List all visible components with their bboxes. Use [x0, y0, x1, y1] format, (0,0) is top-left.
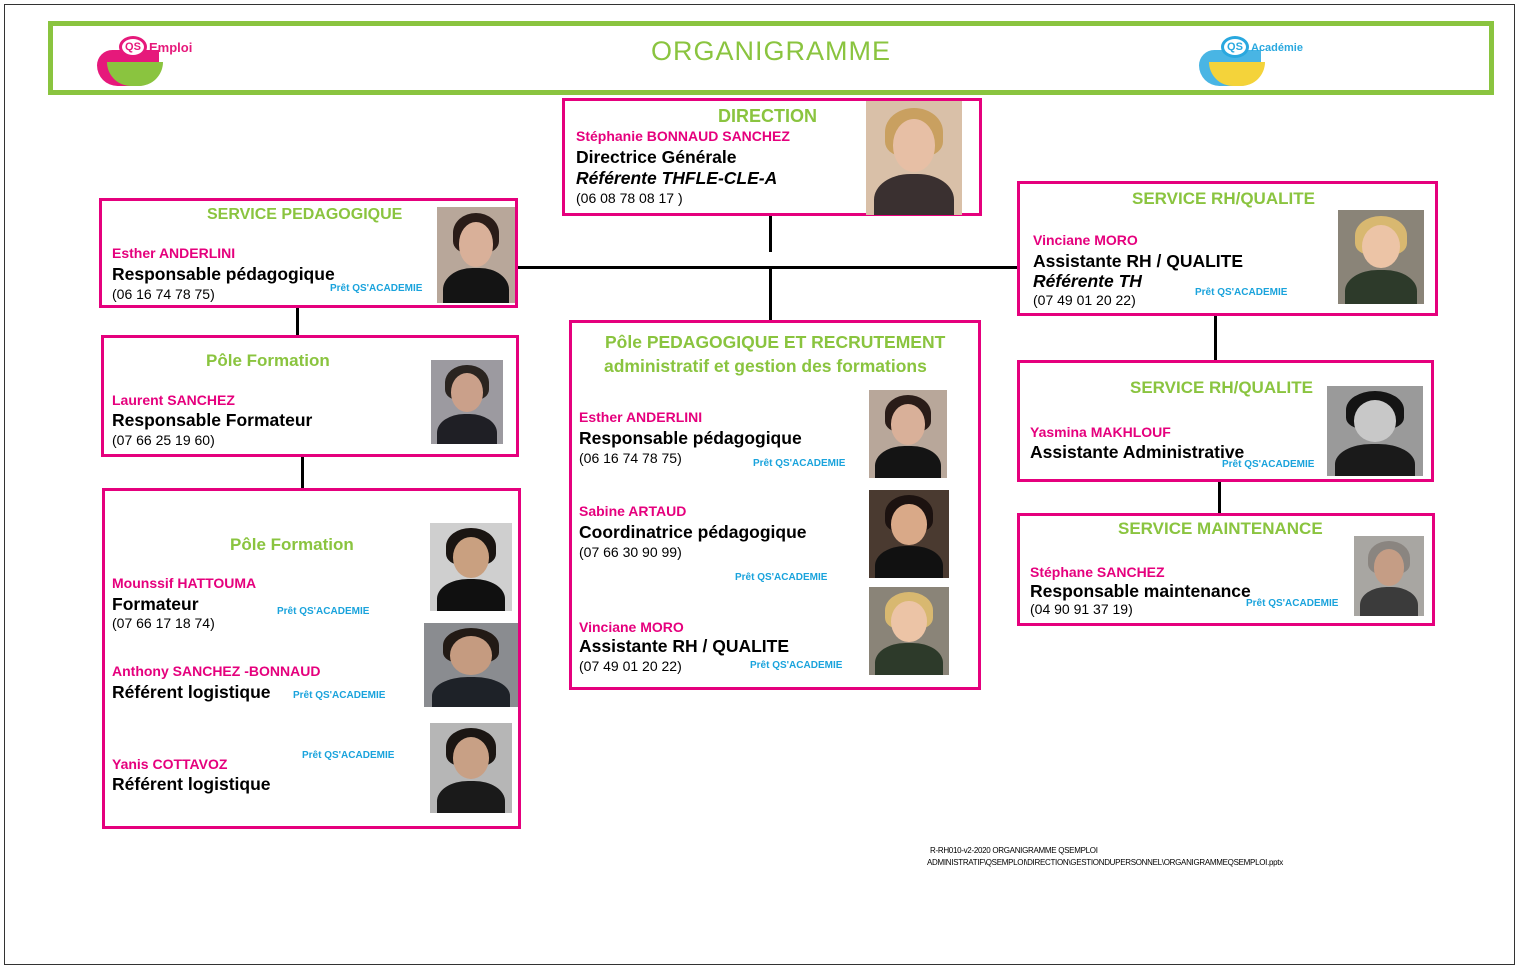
person-name: Sabine ARTAUD — [579, 503, 687, 519]
pret-badge: Prêt QS'ACADEMIE — [1195, 287, 1288, 298]
service-maintenance-box: SERVICE MAINTENANCE Stéphane SANCHEZ Res… — [1017, 513, 1435, 626]
service-rh-2-role: Assistante Administrative — [1030, 442, 1245, 462]
service-maintenance-name: Stéphane SANCHEZ — [1030, 564, 1165, 580]
header-banner: QS Emploi ORGANIGRAMME QS Académie — [48, 21, 1494, 95]
pret-badge: Prêt QS'ACADEMIE — [277, 606, 370, 617]
service-rh-2-name: Yasmina MAKHLOUF — [1030, 424, 1171, 440]
esther-photo — [437, 207, 515, 303]
person-role: Coordinatrice pédagogique — [579, 522, 807, 542]
service-rh-2-box: SERVICE RH/QUALITE Yasmina MAKHLOUF Assi… — [1017, 360, 1434, 482]
person-role: Responsable pédagogique — [579, 428, 802, 448]
connector-direction-down-b — [769, 269, 772, 321]
footer-reference: R-RH010-v2-2020 ORGANIGRAMME QSEMPLOI — [930, 846, 1098, 855]
pret-badge: Prêt QS'ACADEMIE — [735, 572, 828, 583]
service-rh-1-title: SERVICE RH/QUALITE — [1132, 189, 1315, 208]
connector-formation-formation — [301, 456, 304, 488]
service-pedagogique-phone: (06 16 74 78 75) — [112, 286, 215, 302]
direction-role-2: Référente THFLE-CLE-A — [576, 168, 778, 188]
person-name: Mounssif HATTOUMA — [112, 575, 257, 591]
connector-ped-formation — [296, 307, 299, 337]
person-name: Vinciane MORO — [579, 619, 684, 635]
pret-badge: Prêt QS'ACADEMIE — [302, 750, 395, 761]
service-pedagogique-title: SERVICE PEDAGOGIQUE — [207, 206, 403, 223]
direction-person-name: Stéphanie BONNAUD SANCHEZ — [576, 128, 790, 144]
page-title: ORGANIGRAMME — [650, 36, 891, 66]
mounssif-photo — [430, 523, 512, 611]
pole-formation-1-box: Pôle Formation Laurent SANCHEZ Responsab… — [101, 335, 519, 457]
pret-badge: Prêt QS'ACADEMIE — [330, 283, 423, 294]
qs-academie-logo: QS Académie — [1199, 32, 1339, 86]
direction-photo — [866, 101, 962, 215]
vinciane-photo — [869, 587, 949, 675]
service-pedagogique-box: SERVICE PEDAGOGIQUE Esther ANDERLINI Res… — [99, 198, 518, 308]
stephane-photo — [1354, 536, 1424, 616]
service-rh-2-title: SERVICE RH/QUALITE — [1130, 378, 1313, 397]
person-phone: (07 49 01 20 22) — [579, 658, 682, 674]
person-role: Assistante RH / QUALITE — [579, 636, 790, 656]
connector-h-main — [517, 266, 1019, 269]
service-rh-1-role: Assistante RH / QUALITE — [1033, 251, 1244, 271]
laurent-photo — [431, 360, 503, 444]
footer-path: ADMINISTRATIF\QSEMPLOI\DIRECTION\GESTION… — [927, 858, 1283, 867]
page-frame — [4, 4, 1515, 965]
service-maintenance-phone: (04 90 91 37 19) — [1030, 601, 1133, 617]
pret-badge: Prêt QS'ACADEMIE — [753, 458, 846, 469]
pret-badge: Prêt QS'ACADEMIE — [293, 690, 386, 701]
person-name: Yanis COTTAVOZ — [112, 756, 228, 772]
pole-pedagogique-box: Pôle PEDAGOGIQUE ET RECRUTEMENT administ… — [569, 320, 981, 690]
person-role: Référent logistique — [112, 774, 271, 794]
pole-formation-2-box: Pôle Formation Mounssif HATTOUMA Formate… — [102, 488, 521, 829]
person-phone: (07 66 30 90 99) — [579, 544, 682, 560]
service-maintenance-role: Responsable maintenance — [1030, 581, 1251, 601]
anthony-photo — [424, 623, 518, 707]
logo-right-badge: QS — [1221, 36, 1249, 58]
pole-pedagogique-title-1: Pôle PEDAGOGIQUE ET RECRUTEMENT — [605, 332, 946, 352]
service-rh-1-role-2: Référente TH — [1033, 271, 1142, 291]
service-pedagogique-name: Esther ANDERLINI — [112, 245, 236, 261]
pole-formation-2-title: Pôle Formation — [230, 535, 354, 554]
yasmina-photo — [1327, 386, 1423, 476]
sabine-photo — [869, 490, 949, 578]
person-phone: (06 16 74 78 75) — [579, 450, 682, 466]
person-role: Référent logistique — [112, 682, 271, 702]
person-name: Esther ANDERLINI — [579, 409, 703, 425]
person-name: Anthony SANCHEZ -BONNAUD — [112, 663, 321, 679]
direction-role: Directrice Générale — [576, 147, 737, 167]
connector-direction-down-a — [769, 215, 772, 252]
qs-emploi-logo: QS Emploi — [97, 32, 237, 86]
service-rh-1-phone: (07 49 01 20 22) — [1033, 292, 1136, 308]
esther-photo-2 — [869, 390, 947, 478]
direction-box: DIRECTION Stéphanie BONNAUD SANCHEZ Dire… — [562, 98, 982, 216]
logo-right-word: Académie — [1251, 42, 1303, 54]
person-phone: (07 66 17 18 74) — [112, 615, 215, 631]
service-rh-1-name: Vinciane MORO — [1033, 232, 1138, 248]
logo-left-badge: QS — [119, 36, 147, 58]
pole-formation-1-title: Pôle Formation — [206, 351, 330, 370]
service-maintenance-title: SERVICE MAINTENANCE — [1118, 519, 1323, 538]
connector-rh-maintenance — [1218, 481, 1221, 513]
direction-section-title: DIRECTION — [718, 106, 817, 126]
service-rh-1-box: SERVICE RH/QUALITE Vinciane MORO Assista… — [1017, 181, 1438, 316]
yanis-photo — [430, 723, 512, 813]
connector-rh-rh — [1214, 316, 1217, 360]
pret-badge: Prêt QS'ACADEMIE — [1222, 459, 1315, 470]
service-pedagogique-role: Responsable pédagogique — [112, 264, 335, 284]
vinciane-photo-2 — [1338, 210, 1424, 304]
person-role: Formateur — [112, 594, 199, 614]
pret-badge: Prêt QS'ACADEMIE — [1246, 598, 1339, 609]
pole-formation-1-role: Responsable Formateur — [112, 410, 313, 430]
pole-pedagogique-title-2: administratif et gestion des formations — [604, 356, 927, 376]
pret-badge: Prêt QS'ACADEMIE — [750, 660, 843, 671]
logo-left-word: Emploi — [149, 40, 193, 55]
pole-formation-1-name: Laurent SANCHEZ — [112, 392, 235, 408]
pole-formation-1-phone: (07 66 25 19 60) — [112, 432, 215, 448]
direction-phone: (06 08 78 08 17 ) — [576, 190, 683, 206]
